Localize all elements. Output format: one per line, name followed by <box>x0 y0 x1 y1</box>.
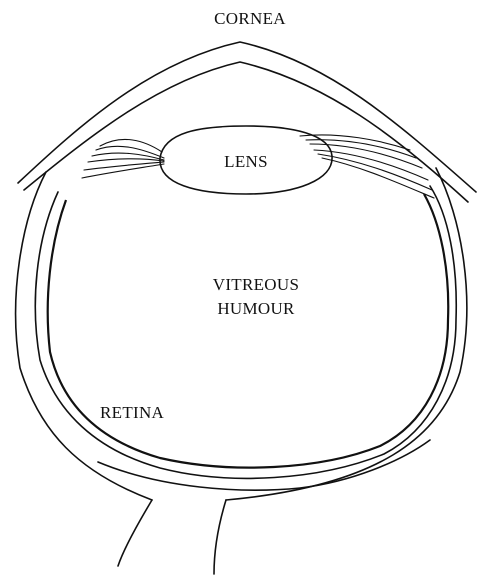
lens-label: LENS <box>224 152 268 171</box>
cornea-inner-arc <box>24 62 468 202</box>
choroid-line <box>35 186 456 478</box>
vitreous-label-line1: VITREOUS <box>213 275 299 294</box>
sclera-outer-right <box>226 168 467 500</box>
ciliary-fibres-right <box>300 135 434 198</box>
optic-nerve-left <box>118 500 152 566</box>
optic-nerve-right <box>214 500 226 574</box>
vitreous-label-line2: HUMOUR <box>217 299 295 318</box>
retina-line <box>48 194 449 468</box>
retina-label: RETINA <box>100 403 165 422</box>
cornea-label: CORNEA <box>214 9 286 28</box>
ciliary-fibres-left <box>82 139 164 178</box>
